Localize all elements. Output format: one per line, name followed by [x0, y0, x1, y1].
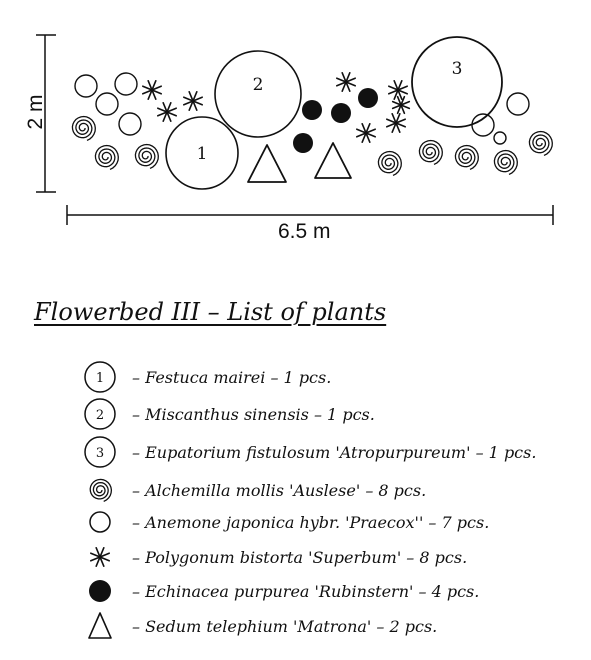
miscanthus-large-circle: 2: [214, 50, 302, 138]
polygonum-asterisk: [385, 113, 407, 133]
plan-number-1: 1: [197, 144, 208, 164]
polygonum-asterisk: [391, 95, 411, 115]
polygonum-asterisk: [142, 80, 162, 100]
legend-row-anemone: – Anemone japonica hybr. 'Praecox'' – 7 …: [80, 505, 580, 539]
legend-row-sedum: – Sedum telephium 'Matrona' – 2 pcs.: [80, 609, 580, 643]
open-circle-icon: [89, 511, 111, 533]
legend-number-2: 2: [96, 408, 104, 423]
alchemilla-spiral: [528, 130, 553, 156]
sedum-triangle: [247, 144, 287, 183]
echinacea-dots: [293, 88, 378, 153]
plan-number-2: 2: [253, 75, 264, 95]
height-dimension: [36, 34, 56, 193]
anemone-circle: [95, 92, 119, 116]
legend-row-festuca: 1 – Festuca mairei – 1 pcs.: [80, 360, 580, 394]
height-dimension-label: 2 m: [24, 94, 47, 130]
legend-row-miscanthus: 2 – Miscanthus sinensis – 1 pcs.: [80, 397, 580, 431]
legend-row-alchemilla: – Alchemilla mollis 'Auslese' – 8 pcs.: [80, 473, 580, 507]
polygonum-asterisk: [157, 102, 177, 122]
alchemilla-spiral: [454, 144, 479, 170]
sedum-triangles: [247, 142, 352, 183]
alchemilla-spiral: [89, 478, 113, 502]
numbered-circle-3-icon: 3: [84, 436, 116, 468]
width-dimension: [66, 205, 554, 225]
anemone-circle: [74, 74, 98, 98]
polygonum-asterisk: [387, 80, 409, 100]
anemone-circles: [74, 72, 530, 145]
alchemilla-spiral: [71, 115, 96, 141]
echinacea-dot: [331, 103, 351, 123]
legend-text-polygonum: – Polygonum bistorta 'Superbum' – 8 pcs.: [132, 548, 468, 567]
alchemilla-spirals: [71, 115, 553, 176]
alchemilla-spiral: [493, 149, 518, 175]
plan-number-3: 3: [452, 59, 463, 79]
festuca-large-circle: 1: [165, 116, 239, 190]
alchemilla-spiral: [377, 150, 402, 176]
eupatorium-large-circle: 3: [411, 36, 503, 128]
legend-text-eupatorium: – Eupatorium fistulosum 'Atropurpureum' …: [132, 443, 537, 462]
legend-row-echinacea: – Echinacea purpurea 'Rubinstern' – 4 pc…: [80, 574, 580, 608]
numbered-circle-1-icon: 1: [84, 361, 116, 393]
filled-circle-icon: [89, 580, 111, 602]
legend-number-3: 3: [96, 446, 104, 461]
legend-text-miscanthus: – Miscanthus sinensis – 1 pcs.: [132, 405, 375, 424]
echinacea-dot: [358, 88, 378, 108]
anemone-circle: [493, 131, 507, 145]
echinacea-dot: [293, 133, 313, 153]
width-dimension-label: 6.5 m: [278, 220, 331, 243]
alchemilla-spiral: [134, 143, 159, 169]
anemone-circle: [114, 72, 138, 96]
legend-number-1: 1: [96, 371, 104, 386]
polygonum-asterisks: [142, 72, 411, 143]
asterisk-icon: [90, 547, 111, 568]
polygonum-asterisk: [183, 91, 203, 111]
anemone-circle: [471, 113, 495, 137]
sedum-triangle: [314, 142, 352, 179]
legend-text-festuca: – Festuca mairei – 1 pcs.: [132, 368, 332, 387]
polygonum-asterisk: [335, 72, 357, 92]
anemone-circle: [506, 92, 530, 116]
echinacea-dot: [302, 100, 322, 120]
anemone-circle: [118, 112, 142, 136]
legend-text-anemone: – Anemone japonica hybr. 'Praecox'' – 7 …: [132, 513, 490, 532]
legend-row-polygonum: – Polygonum bistorta 'Superbum' – 8 pcs.: [80, 540, 580, 574]
list-title: Flowerbed III – List of plants: [34, 298, 387, 326]
polygonum-asterisk: [90, 547, 111, 568]
alchemilla-spiral: [94, 144, 119, 170]
alchemilla-spiral: [418, 139, 443, 165]
spiral-icon: [89, 478, 113, 502]
flowerbed-plan: 1 2 3: [36, 34, 554, 225]
numbered-circle-2-icon: 2: [84, 398, 116, 430]
legend-text-sedum: – Sedum telephium 'Matrona' – 2 pcs.: [132, 617, 438, 636]
triangle-icon: [88, 612, 112, 639]
legend-text-alchemilla: – Alchemilla mollis 'Auslese' – 8 pcs.: [132, 481, 427, 500]
legend-row-eupatorium: 3 – Eupatorium fistulosum 'Atropurpureum…: [80, 435, 580, 469]
polygonum-asterisk: [355, 123, 377, 143]
legend-text-echinacea: – Echinacea purpurea 'Rubinstern' – 4 pc…: [132, 582, 480, 601]
